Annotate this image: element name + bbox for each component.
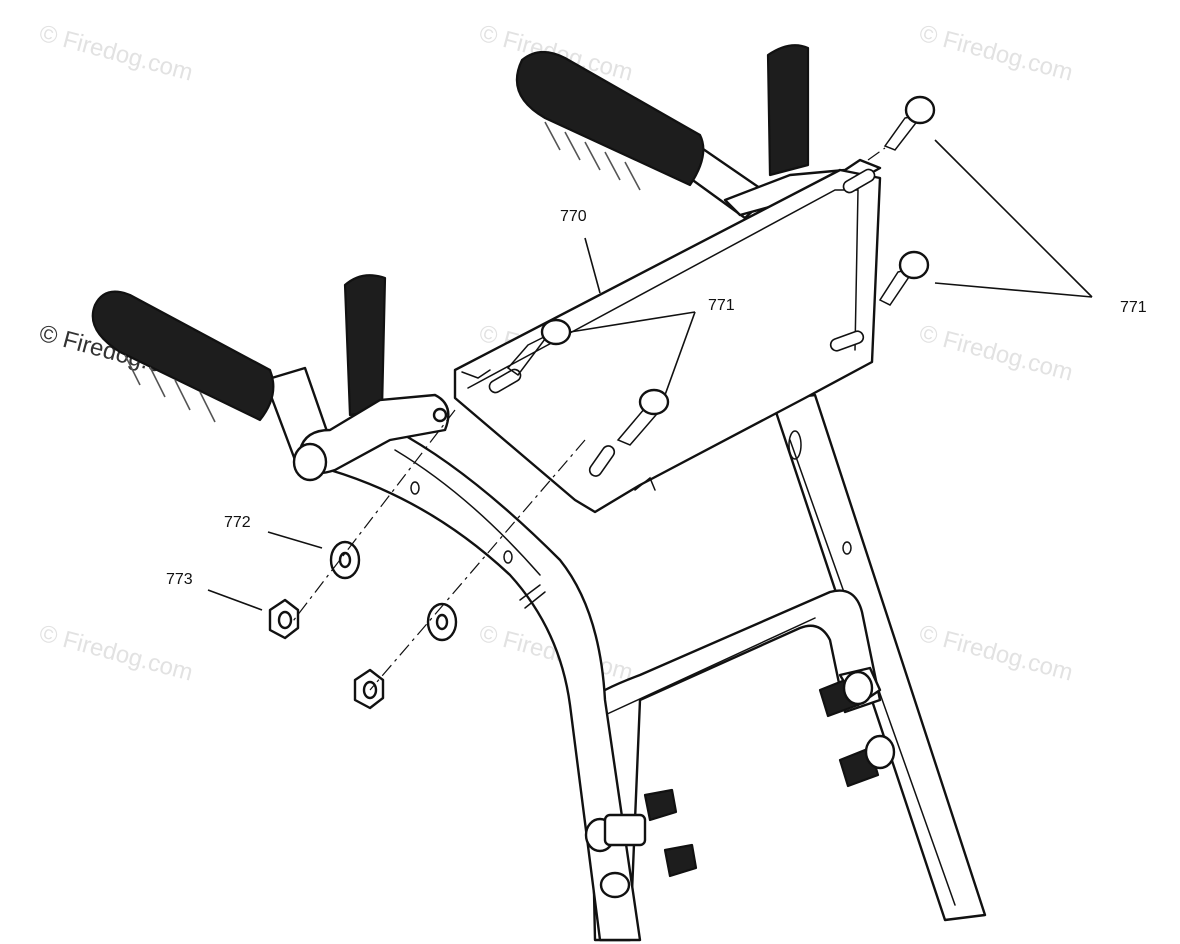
callout-772: 772 [224, 514, 251, 531]
watermark-9: © Firedog.com [916, 620, 1075, 687]
handle-panel [453, 168, 882, 514]
left-handle [91, 274, 450, 482]
callout-771-center: 771 [708, 297, 735, 314]
washer-lower [426, 602, 458, 642]
bolt-left-upper [584, 788, 678, 853]
carriage-bolt-3 [878, 250, 930, 306]
crossbar [588, 589, 882, 942]
crossbar-bolts [584, 666, 896, 899]
leader-lines [207, 139, 1093, 611]
carriage-bolts [506, 95, 936, 446]
carriage-bolt-2 [616, 388, 670, 446]
watermark-3: © Firedog.com [916, 20, 1075, 87]
bolt-lower-right [838, 734, 896, 788]
watermark-6: © Firedog.com [916, 320, 1075, 387]
lock-nut-upper [268, 598, 300, 640]
washer-upper [329, 540, 361, 580]
bolt-left-lower [599, 843, 698, 899]
right-frame-tube [770, 393, 987, 922]
lock-nut-lower [353, 668, 385, 710]
callout-labels: 770 771 771 772 773 [166, 208, 1147, 588]
bolt-upper-right [818, 666, 882, 718]
watermark-7: © Firedog.com [36, 620, 195, 687]
callout-773: 773 [166, 571, 193, 588]
assembly-lines [289, 147, 886, 691]
watermark-1: © Firedog.com [36, 20, 195, 87]
callout-770: 770 [560, 208, 587, 225]
carriage-bolt-4 [883, 95, 936, 151]
hardware [268, 540, 458, 710]
carriage-bolt-1 [506, 318, 572, 377]
callout-771-right: 771 [1120, 299, 1147, 316]
